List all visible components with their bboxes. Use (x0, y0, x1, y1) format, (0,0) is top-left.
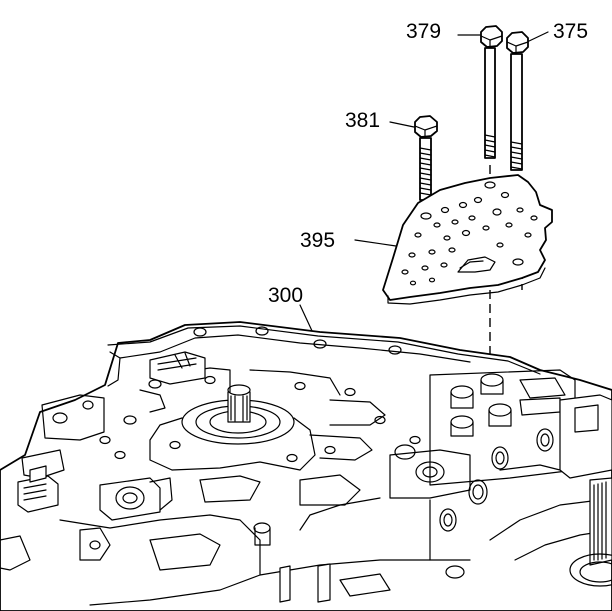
bolt-379 (480, 25, 503, 159)
callout-395: 395 (300, 229, 335, 252)
valve-body-300 (0, 321, 612, 611)
callout-300: 300 (268, 284, 303, 307)
callout-379: 379 (406, 20, 441, 43)
bolt-375 (506, 31, 529, 171)
callout-381: 381 (345, 109, 380, 132)
bolt-381 (414, 115, 438, 201)
leader-lines (299, 31, 549, 334)
spacer-plate-395 (382, 174, 553, 305)
callout-375: 375 (553, 20, 588, 43)
